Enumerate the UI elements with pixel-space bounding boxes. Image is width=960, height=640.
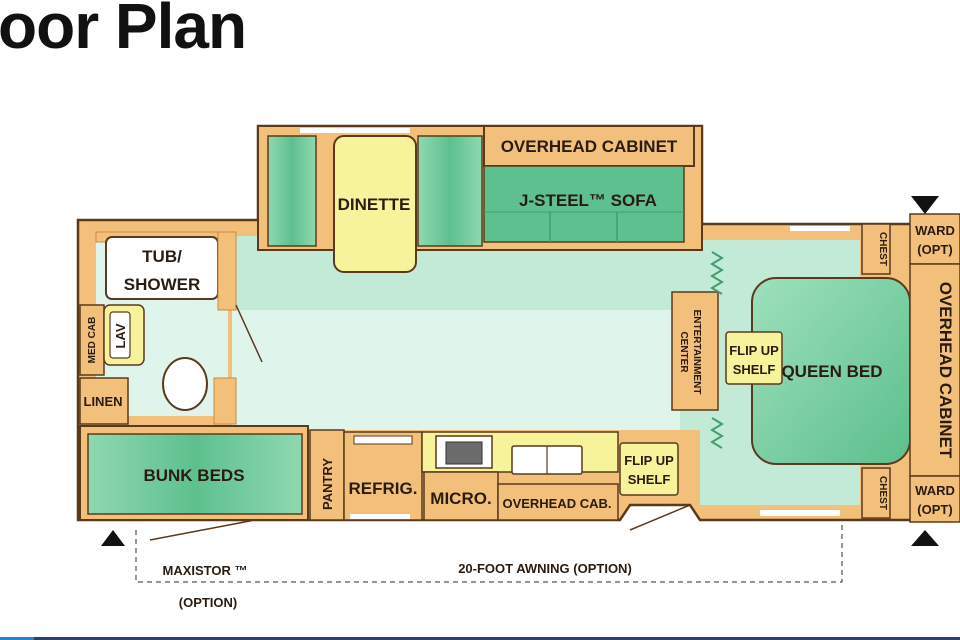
overhead-cab-label: OVERHEAD CAB. — [502, 496, 611, 511]
dinette-bench-right — [417, 135, 483, 247]
pantry-label: PANTRY — [320, 458, 335, 510]
windows — [300, 128, 850, 519]
overhead-cabinet-top-label: OVERHEAD CABINET — [501, 137, 678, 156]
flip-up-shelf-bed — [725, 331, 783, 385]
flip-up-shelf-kitchen — [619, 442, 679, 496]
maxistor-label-2: (OPTION) — [179, 595, 238, 610]
chest-top — [861, 223, 891, 275]
queen-bed-label: QUEEN BED — [781, 362, 882, 381]
awning-indicator: MAXISTOR ™ (OPTION) 20-FOOT AWNING (OPTI… — [135, 519, 843, 610]
tub-label-2: SHOWER — [124, 275, 201, 294]
overhead-cabinet-right — [909, 263, 960, 477]
closet-door-top — [710, 251, 724, 295]
chest-bottom — [861, 467, 891, 519]
overhead-cab — [497, 483, 619, 521]
chest-top-label: CHEST — [877, 232, 888, 266]
dinette-label: DINETTE — [338, 195, 411, 214]
sofa-label: J-STEEL™ SOFA — [519, 191, 657, 210]
ward-bottom-label-2: (OPT) — [917, 502, 952, 517]
bunk-beds — [87, 433, 303, 515]
micro-label: MICRO. — [430, 489, 491, 508]
bedroom: ENTERTAINMENT CENTER QUEEN BED FLIP UP S… — [671, 213, 960, 523]
bath-door-swing — [235, 304, 263, 363]
linen-label: LINEN — [84, 394, 123, 409]
maxistor-pointer — [149, 519, 256, 541]
entertainment-center-label-1: ENTERTAINMENT — [691, 310, 702, 395]
med-cab-label: MED CAB — [87, 317, 98, 364]
page-title: oor Plan — [0, 0, 247, 62]
bottom-divider — [0, 637, 960, 640]
flip-up-shelf-kitchen-label-1: FLIP UP — [624, 453, 674, 468]
bathroom: TUB/ SHOWER MED CAB LAV LINEN — [79, 231, 263, 425]
flip-up-shelf-kitchen-label-2: SHELF — [628, 472, 671, 487]
entertainment-center — [671, 291, 719, 411]
dinette-table — [333, 135, 417, 273]
arrow-up-left — [101, 530, 125, 546]
ward-bottom-label-1: WARD — [915, 483, 955, 498]
tub-label-1: TUB/ — [142, 247, 182, 266]
slide-out: DINETTE OVERHEAD CABINET J-STEEL™ SOFA — [257, 125, 703, 273]
overhead-cabinet-right-label: OVERHEAD CABINET — [936, 282, 955, 459]
maxistor-label-1: MAXISTOR ™ — [163, 563, 248, 578]
refrig-label: REFRIG. — [349, 479, 418, 498]
refrigerator — [343, 431, 423, 521]
arrow-up-right — [911, 530, 939, 546]
bunk-beds-label: BUNK BEDS — [143, 466, 244, 485]
wardrobe-bottom — [909, 475, 960, 523]
bunk-area: BUNK BEDS — [79, 425, 309, 521]
ward-top-label-2: (OPT) — [917, 242, 952, 257]
entry-door — [629, 504, 691, 531]
awning-label: 20-FOOT AWNING (OPTION) — [458, 561, 632, 576]
linen-closet — [79, 377, 129, 425]
flip-up-shelf-bed-label-1: FLIP UP — [729, 343, 779, 358]
lav-label: LAV — [113, 323, 128, 348]
ward-top-label-1: WARD — [915, 223, 955, 238]
sofa — [483, 165, 685, 243]
dinette-bench-left — [267, 135, 317, 247]
flip-up-shelf-bed-label-2: SHELF — [733, 362, 776, 377]
closet-door-bottom — [710, 417, 724, 449]
entertainment-center-label-2: CENTER — [678, 331, 689, 373]
arrow-down-right — [911, 196, 939, 214]
chest-bottom-label: CHEST — [877, 476, 888, 510]
toilet — [162, 357, 208, 411]
kitchen: PANTRY REFRIG. MICRO. OVERHEAD CAB. FLIP… — [309, 429, 679, 521]
